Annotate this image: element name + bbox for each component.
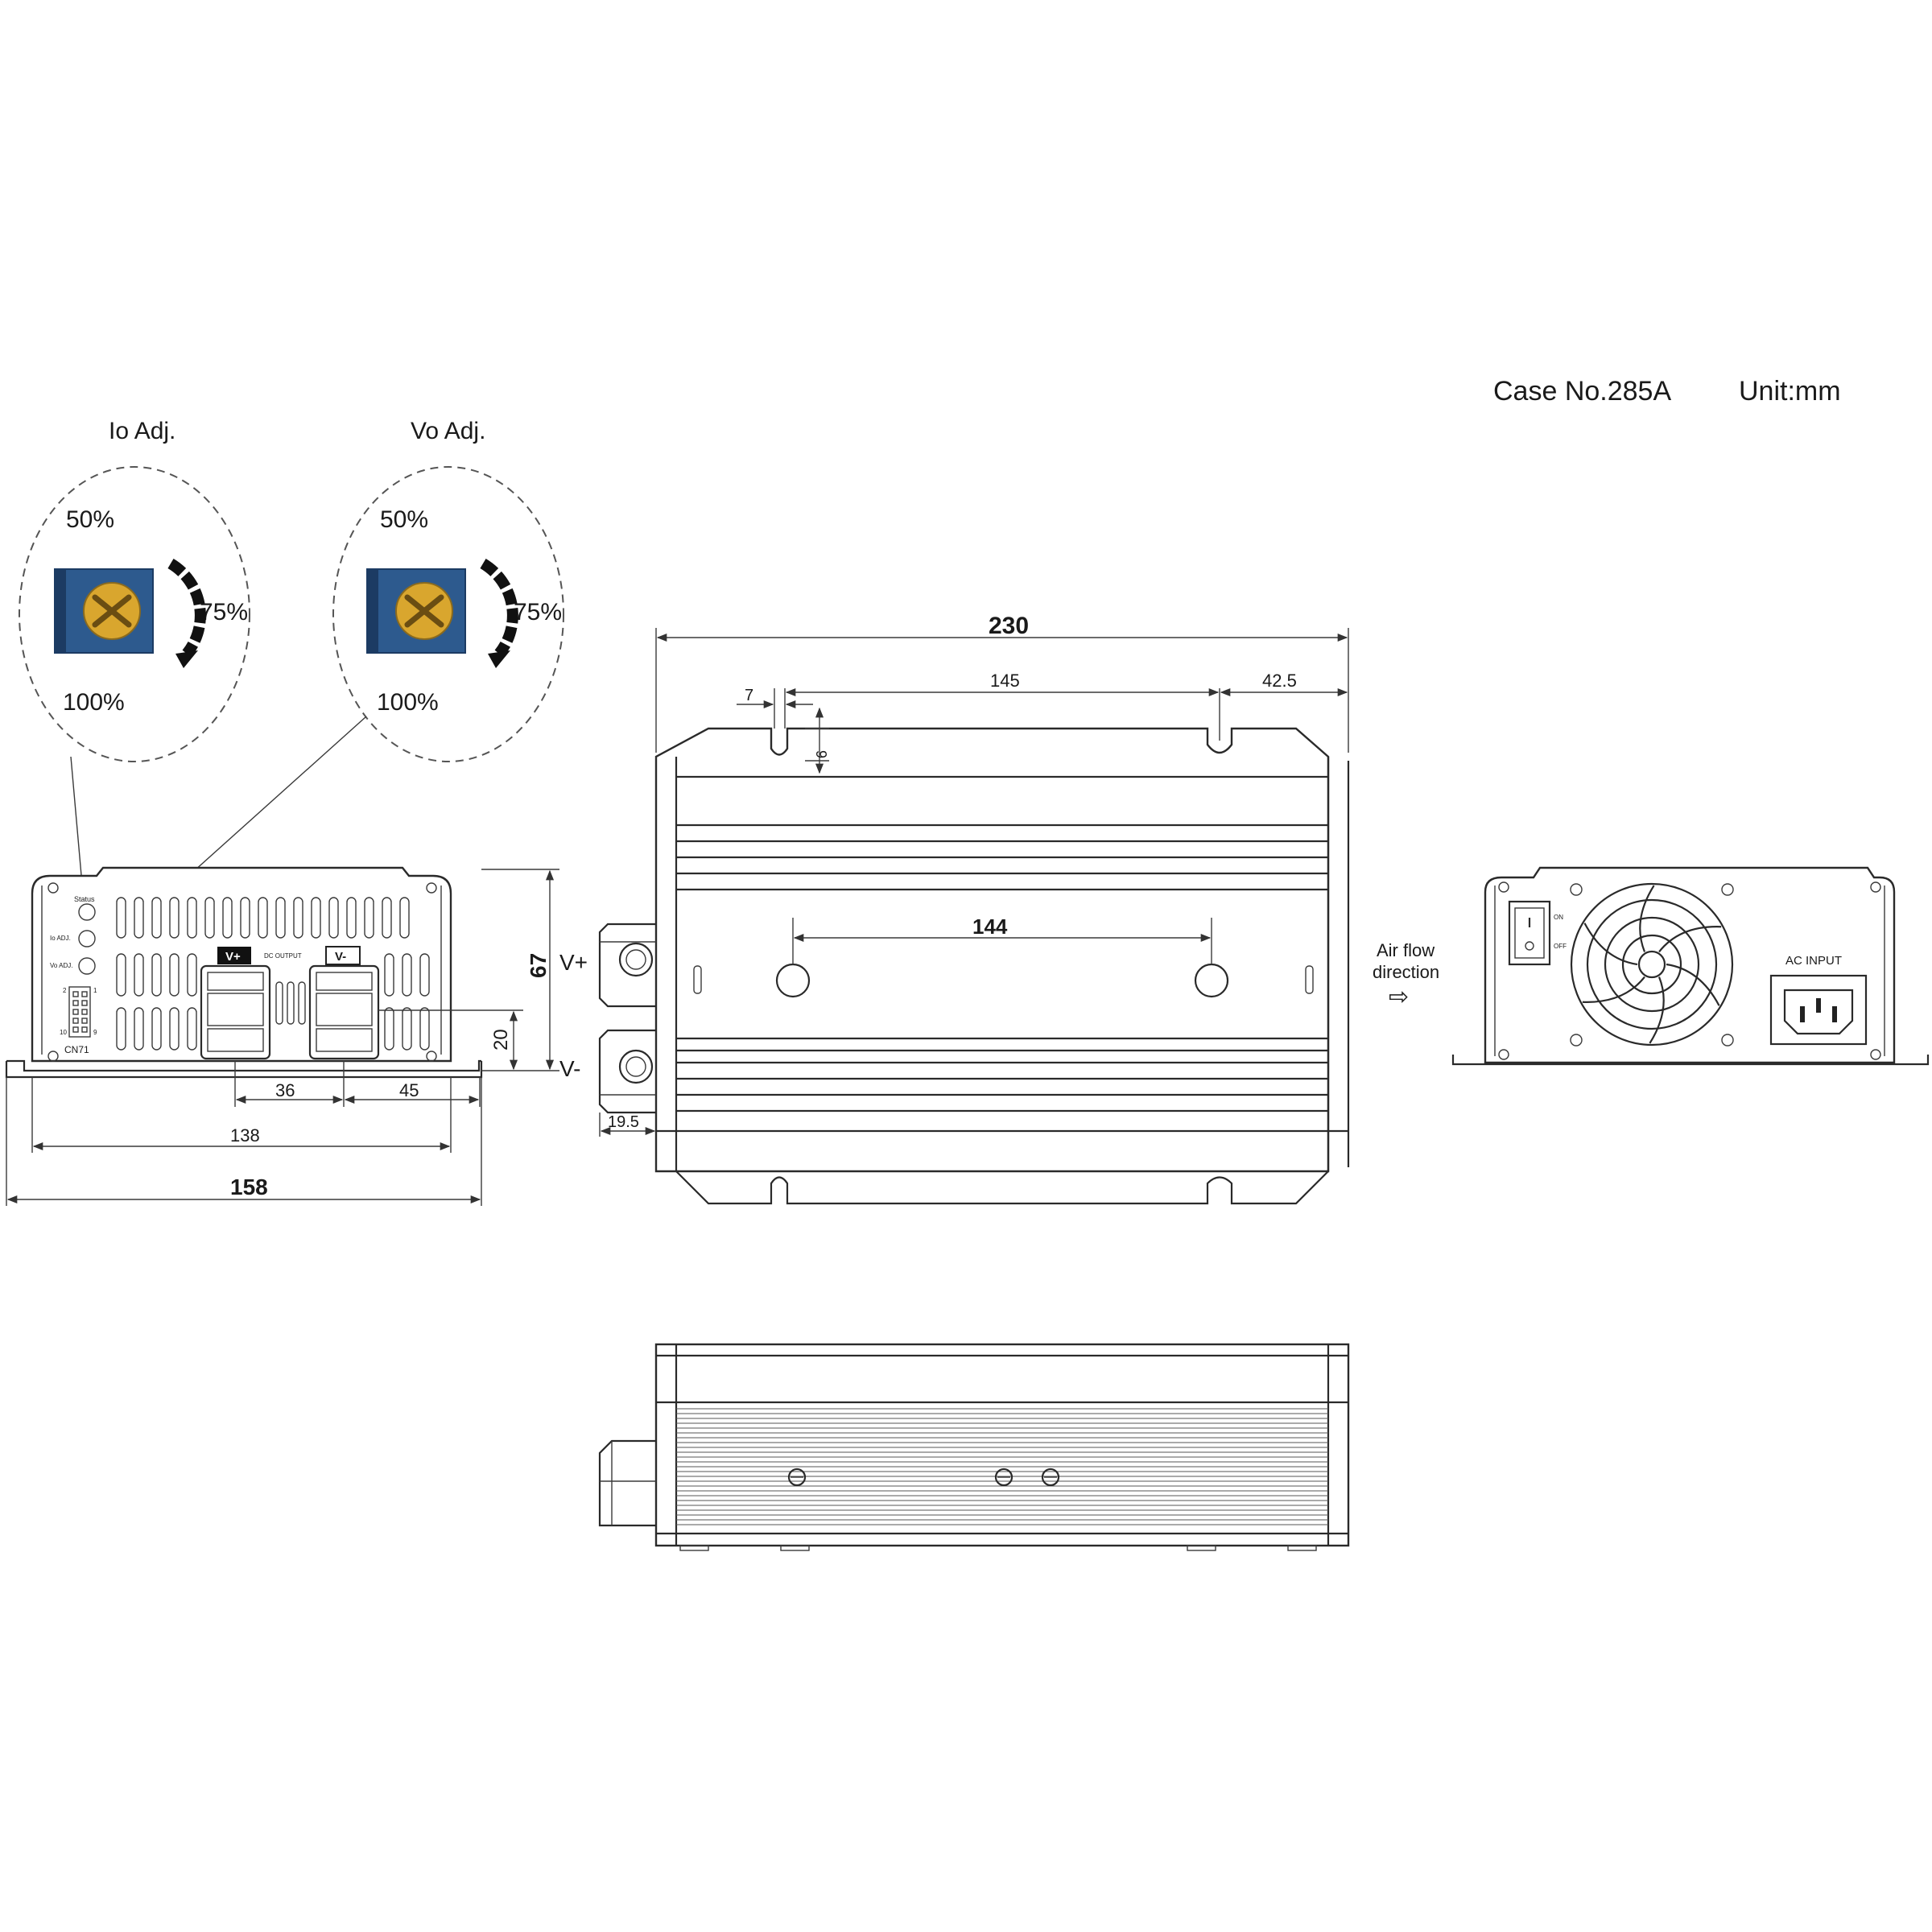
ac-input-label: AC INPUT	[1785, 954, 1842, 968]
airflow-line1: Air flow	[1377, 940, 1435, 960]
side-terminal	[598, 1439, 656, 1527]
dim-20: 20	[490, 1029, 512, 1051]
vplus-tag	[217, 947, 251, 964]
airflow-arrow-icon: ⇨	[1389, 984, 1409, 1010]
cn71-pin-9: 9	[93, 1029, 97, 1036]
side-housing	[654, 1343, 1350, 1547]
side-screw-3-icon	[1041, 1468, 1060, 1487]
case-number: Case No.285A	[1493, 376, 1671, 407]
io-adj-title: Io Adj.	[109, 418, 175, 444]
status-led-icon	[78, 903, 96, 921]
dim-145: 145	[990, 671, 1020, 691]
top-vplus-terminal	[598, 923, 656, 1008]
dim-36: 36	[275, 1080, 295, 1100]
vminus-tag	[325, 946, 361, 965]
dim-7: 7	[745, 687, 753, 704]
airflow-line2: direction	[1373, 962, 1439, 982]
io-arc-arrow-icon	[167, 558, 206, 658]
vo-50-label: 50%	[380, 506, 428, 533]
dim-158: 158	[230, 1174, 268, 1199]
vo-adjust-inset: Vo Adj. 50% 75% 100%	[92, 418, 564, 963]
top-view: V+ V- 230 7 145 42.5 9 144 19.5	[559, 613, 1350, 1205]
top-vminus-label: V-	[559, 1056, 580, 1081]
vo-arc-arrow-icon	[480, 558, 518, 658]
side-screw-1-icon	[787, 1468, 807, 1487]
io-100-label: 100%	[63, 689, 125, 716]
cn71-pin-2: 2	[63, 987, 67, 994]
switch-off-label: OFF	[1554, 943, 1567, 950]
io-trimmer-icon	[78, 930, 96, 947]
io-75-label: 75%	[200, 599, 248, 625]
io-50-label: 50%	[66, 506, 114, 533]
side-fin-grooves	[676, 1408, 1328, 1525]
power-switch	[1508, 900, 1551, 966]
front-view: Status Io ADJ. Vo ADJ. 2 1 10 9 CN71 V+ …	[5, 866, 559, 1206]
vplus-tag-label: V+	[225, 950, 241, 964]
vo-trimmer-icon	[78, 957, 96, 975]
dim-45: 45	[399, 1080, 419, 1100]
unit-label: Unit:mm	[1739, 376, 1841, 407]
cn71-pin-10: 10	[60, 1029, 67, 1036]
ac-inlet	[1769, 974, 1868, 1046]
side-screw-2-icon	[994, 1468, 1013, 1487]
vminus-tag-label: V-	[335, 950, 346, 964]
dim-138: 138	[230, 1125, 260, 1146]
cn71-pin-1: 1	[93, 987, 97, 994]
side-view	[598, 1343, 1350, 1551]
status-label: Status	[74, 895, 95, 903]
vo-adj-title: Vo Adj.	[411, 418, 485, 444]
cn71-label: CN71	[64, 1044, 89, 1055]
cn71-connector	[68, 986, 91, 1038]
fan-grille-icon	[1570, 882, 1734, 1046]
vo-75-label: 75%	[514, 599, 562, 625]
top-fin-grooves	[676, 775, 1328, 1113]
io-adj-label: Io ADJ.	[50, 935, 71, 942]
top-housing	[654, 727, 1330, 1173]
rear-view: ON OFF AC INPUT	[1451, 866, 1930, 1066]
vminus-terminal	[308, 964, 380, 1060]
io-adjust-inset: Io Adj. 50% 75% 100%	[19, 418, 250, 894]
io-potentiometer-icon	[54, 568, 154, 654]
top-vplus-label: V+	[559, 950, 588, 975]
dim-19-5: 19.5	[608, 1113, 639, 1131]
top-vminus-terminal	[598, 1029, 656, 1114]
io-dashed-ellipse	[19, 466, 250, 762]
dim-9: 9	[813, 750, 829, 758]
vo-100-label: 100%	[377, 689, 439, 716]
front-vent-slots	[116, 897, 430, 1051]
io-leader-line	[70, 756, 84, 894]
vo-dashed-ellipse	[332, 466, 564, 762]
dc-output-label: DC OUTPUT	[264, 952, 302, 960]
front-base-plate	[5, 1059, 483, 1079]
dim-144: 144	[972, 914, 1008, 939]
dim-42-5: 42.5	[1262, 671, 1297, 691]
dim-67: 67	[526, 953, 551, 978]
vo-potentiometer-icon	[366, 568, 466, 654]
dim-230: 230	[989, 613, 1029, 639]
vplus-terminal	[200, 964, 271, 1060]
vo-adj-label: Vo ADJ.	[50, 962, 72, 969]
switch-on-label: ON	[1554, 914, 1563, 921]
